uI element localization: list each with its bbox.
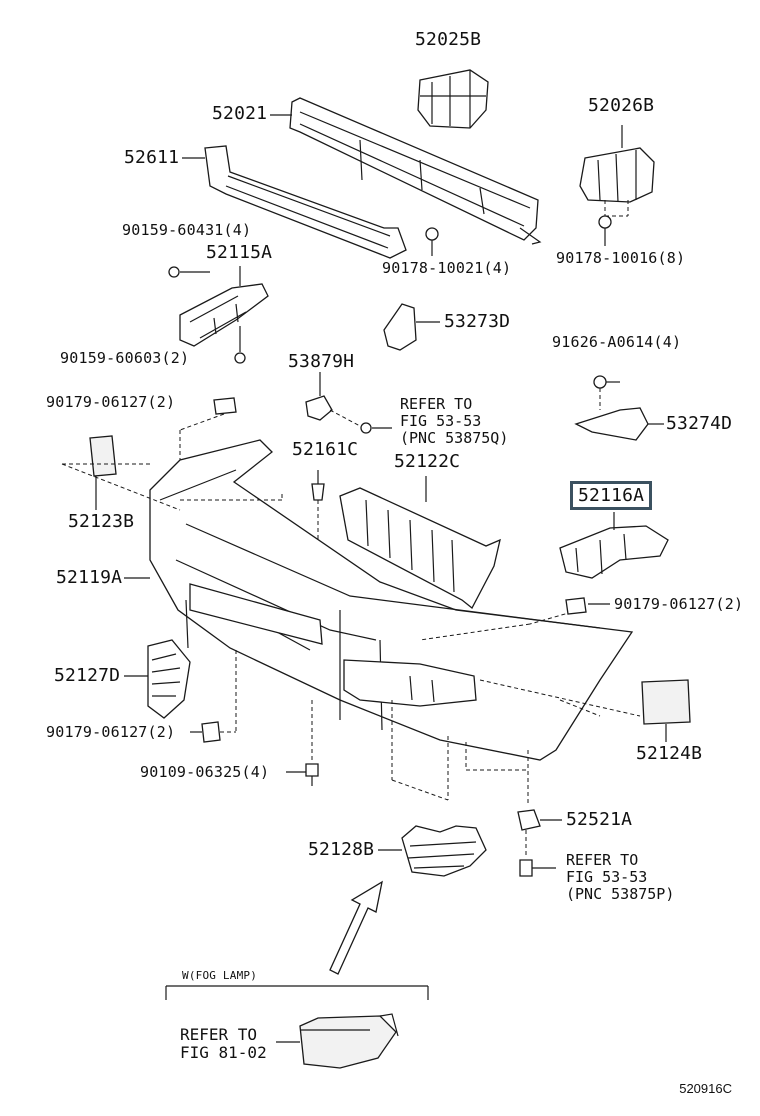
part-label-90159-60431[interactable]: 90159-60431(4) [122,221,252,239]
bracket-52115a-drawing [179,283,269,347]
grille-52127d-drawing [147,639,191,719]
grille-52122c-drawing [339,487,501,610]
part-label-52161c[interactable]: 52161C [292,439,359,460]
reference-line-2: FIG 53-53 [566,868,648,886]
bracket-52025b-drawing [417,69,489,129]
part-label-52115a[interactable]: 52115A [206,242,273,263]
arrow-drawing [329,880,383,975]
reference-line-1: REFER TO [566,851,639,869]
bracket-52116a-drawing [559,525,669,579]
part-label-52127d[interactable]: 52127D [54,665,121,686]
bumper-cover-52119a-drawing [149,439,634,761]
fog-lamp-caption: W(FOG LAMP) [182,969,258,982]
part-label-90178-10021[interactable]: 90178-10021(4) [382,259,512,277]
part-label-90178-10016[interactable]: 90178-10016(8) [556,249,686,267]
part-label-90159-60603[interactable]: 90159-60603(2) [60,349,190,367]
part-label-52026b[interactable]: 52026B [588,95,655,116]
reference-fig-53-53-p: REFER TO FIG 53-53 (PNC 53875P) [566,852,674,903]
bracket-52026b-drawing [579,147,655,203]
reference-fig-53-53-q: REFER TO FIG 53-53 (PNC 53875Q) [400,396,508,447]
reference-line-2: FIG 53-53 [400,412,482,430]
part-label-52124b[interactable]: 52124B [636,743,703,764]
part-label-52521a[interactable]: 52521A [566,809,633,830]
reference-fig-81-02: REFER TO FIG 81-02 [180,1026,267,1062]
cover-52123b-drawing [89,435,117,477]
grille-52128b-drawing [401,825,487,877]
bracket-53273d-drawing [383,303,417,351]
part-label-90179-06127-right[interactable]: 90179-06127(2) [614,595,744,613]
part-label-53274d[interactable]: 53274D [666,413,733,434]
part-label-52025b[interactable]: 52025B [415,29,482,50]
figure-code: 520916C [679,1081,732,1096]
absorber-52611-drawing [204,145,407,259]
part-label-90179-06127-upper[interactable]: 90179-06127(2) [46,393,176,411]
part-label-52128b[interactable]: 52128B [308,839,375,860]
bracket-53274d-drawing [574,407,649,441]
part-label-52119a[interactable]: 52119A [56,567,123,588]
part-label-52611[interactable]: 52611 [124,147,180,168]
part-label-52122c[interactable]: 52122C [394,451,461,472]
part-label-90109-06325[interactable]: 90109-06325(4) [140,763,270,781]
cover-52124b-drawing [641,679,691,725]
part-label-52123b[interactable]: 52123B [68,511,135,532]
fog-lamp-bracket [165,985,429,1000]
part-label-90179-06127-lower[interactable]: 90179-06127(2) [46,723,176,741]
part-label-52021[interactable]: 52021 [212,103,268,124]
part-label-53273d[interactable]: 53273D [444,311,511,332]
part-label-52116a-highlighted[interactable]: 52116A [570,481,653,510]
reference-line-1: REFER TO [180,1025,258,1044]
part-label-91626-a0614[interactable]: 91626-A0614(4) [552,333,682,351]
fog-lamp-drawing [299,1013,399,1069]
part-label-53879h[interactable]: 53879H [288,351,355,372]
reference-line-3: (PNC 53875Q) [400,429,509,447]
reference-line-2: FIG 81-02 [180,1043,267,1062]
reinforcement-52021-drawing [289,97,542,245]
reference-line-1: REFER TO [400,395,473,413]
reference-line-3: (PNC 53875P) [566,885,675,903]
